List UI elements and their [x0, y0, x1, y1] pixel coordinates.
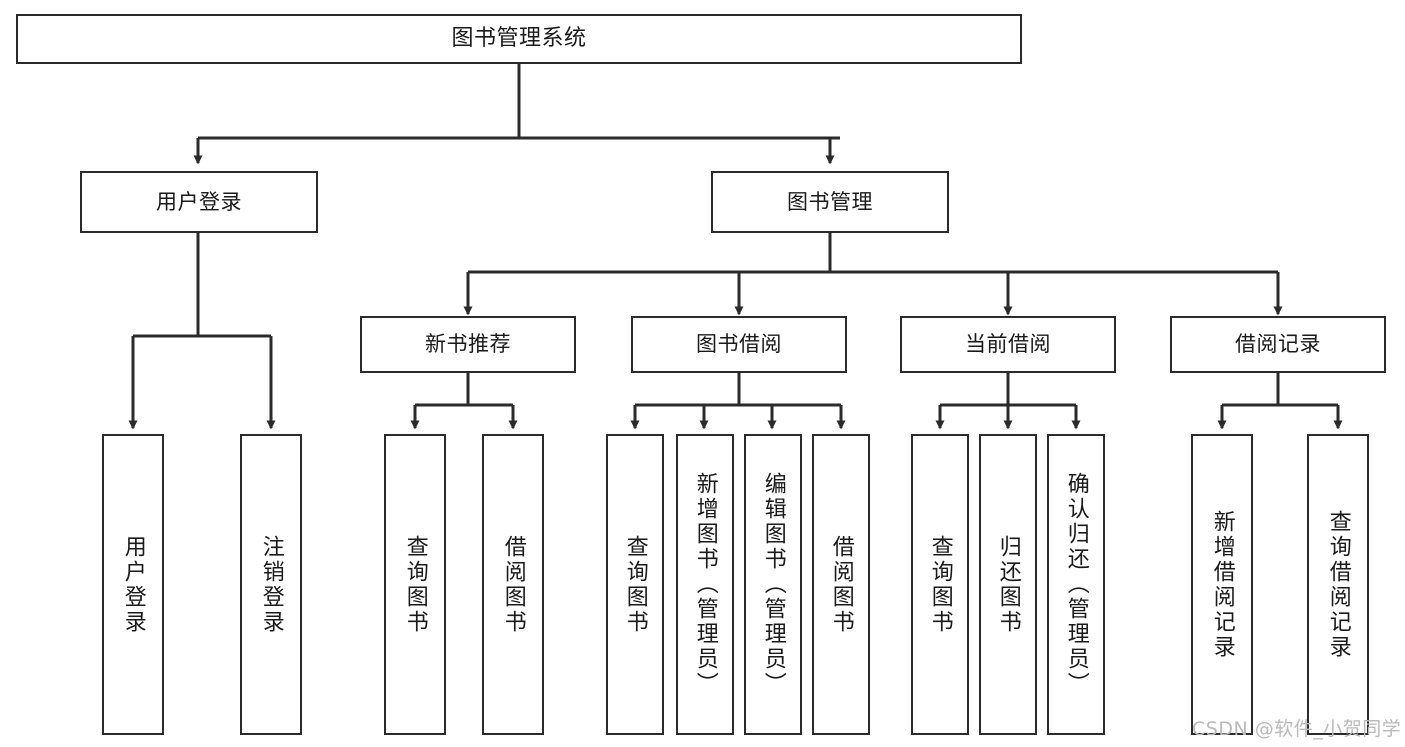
node-leaf-add-book-admin[interactable]: 新增图书（管理员）: [676, 434, 734, 735]
node-label: 查询借阅记录: [1325, 509, 1351, 660]
node-leaf-query-book-recommend[interactable]: 查询图书: [384, 434, 446, 735]
node-new-book-recommendation[interactable]: 新书推荐: [360, 316, 576, 373]
node-leaf-add-borrow-record[interactable]: 新增借阅记录: [1191, 434, 1253, 735]
node-leaf-logout[interactable]: 注销登录: [240, 434, 302, 735]
node-label: 查询图书: [927, 534, 953, 635]
node-label: 新书推荐: [425, 332, 511, 357]
node-leaf-confirm-return-admin[interactable]: 确认归还（管理员）: [1047, 434, 1105, 735]
node-label: 借阅图书: [828, 534, 854, 635]
node-leaf-borrow-book-recommend[interactable]: 借阅图书: [482, 434, 544, 735]
csdn-watermark: CSDN @软件_小贺同学: [1192, 718, 1402, 740]
node-leaf-query-book-current[interactable]: 查询图书: [911, 434, 969, 735]
node-label: 查询图书: [402, 534, 428, 635]
node-label: 图书借阅: [696, 332, 782, 357]
node-label: 用户登录: [120, 534, 146, 635]
node-leaf-query-borrow-record[interactable]: 查询借阅记录: [1307, 434, 1369, 735]
node-label: 当前借阅: [965, 332, 1051, 357]
node-current-borrow[interactable]: 当前借阅: [900, 316, 1116, 373]
node-leaf-user-login[interactable]: 用户登录: [102, 434, 164, 735]
node-label: 图书管理系统: [451, 26, 587, 52]
node-label: 借阅记录: [1235, 332, 1321, 357]
node-label: 图书管理: [787, 189, 873, 214]
node-label: 归还图书: [995, 534, 1021, 635]
node-label: 借阅图书: [500, 534, 526, 635]
node-user-login[interactable]: 用户登录: [80, 171, 318, 233]
node-leaf-borrow-book[interactable]: 借阅图书: [812, 434, 870, 735]
node-book-management[interactable]: 图书管理: [711, 171, 949, 233]
node-label: 查询图书: [622, 534, 648, 635]
node-label: 编辑图书（管理员）: [760, 472, 786, 697]
node-borrow-record[interactable]: 借阅记录: [1170, 316, 1386, 373]
node-label: 确认归还（管理员）: [1063, 472, 1089, 697]
node-label: 用户登录: [156, 189, 242, 214]
node-root-book-management-system[interactable]: 图书管理系统: [16, 14, 1022, 64]
node-label: 注销登录: [258, 534, 284, 635]
node-leaf-edit-book-admin[interactable]: 编辑图书（管理员）: [744, 434, 802, 735]
node-leaf-query-book-borrow[interactable]: 查询图书: [606, 434, 664, 735]
node-label: 新增借阅记录: [1209, 509, 1235, 660]
node-label: 新增图书（管理员）: [692, 472, 718, 697]
node-leaf-return-book[interactable]: 归还图书: [979, 434, 1037, 735]
node-book-borrow[interactable]: 图书借阅: [631, 316, 847, 373]
